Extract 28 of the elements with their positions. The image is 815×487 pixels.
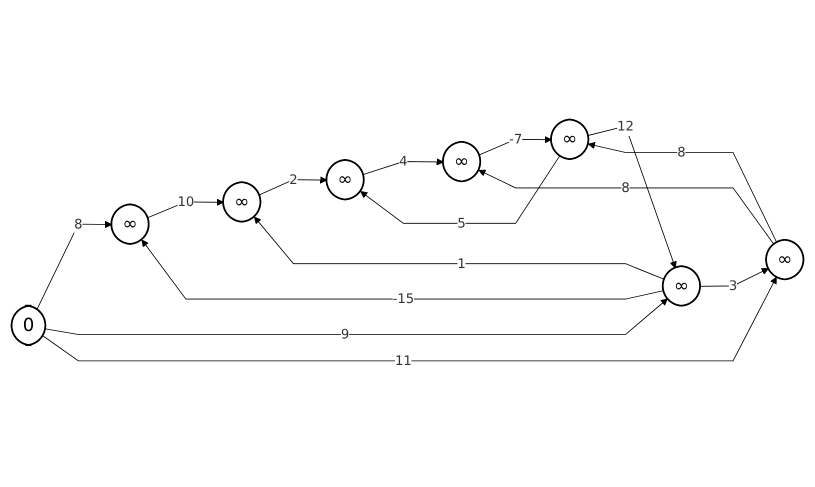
- edge-label: 12: [617, 118, 634, 134]
- edge-label: 9: [340, 326, 350, 342]
- arrow: [360, 155, 560, 224]
- arrow: [588, 126, 677, 268]
- arrow: [362, 158, 444, 175]
- arrow: [258, 176, 328, 196]
- edge-label: -15: [392, 290, 414, 306]
- edge-label: 10: [178, 194, 194, 210]
- arrow: [588, 142, 778, 244]
- arrow: [478, 170, 774, 245]
- arrow: [142, 240, 664, 300]
- arrow: [147, 198, 224, 218]
- edge-label: 3: [728, 278, 738, 294]
- edge-label: 5: [457, 215, 466, 231]
- edge-label: -7: [509, 131, 522, 147]
- edge-label: 8: [74, 216, 83, 232]
- edge-label: 8: [677, 144, 686, 160]
- arrow: [478, 136, 552, 156]
- edge-label: 4: [399, 153, 408, 169]
- arrow: [700, 268, 769, 287]
- arrow: [45, 298, 668, 335]
- edge-label: 1: [457, 255, 466, 272]
- edge-label: 8: [621, 180, 630, 196]
- arrow: [36, 220, 112, 310]
- arrow: [254, 216, 665, 280]
- edge-label: 2: [289, 171, 298, 188]
- arrow: [42, 276, 777, 362]
- edge-label: 11: [394, 352, 412, 368]
